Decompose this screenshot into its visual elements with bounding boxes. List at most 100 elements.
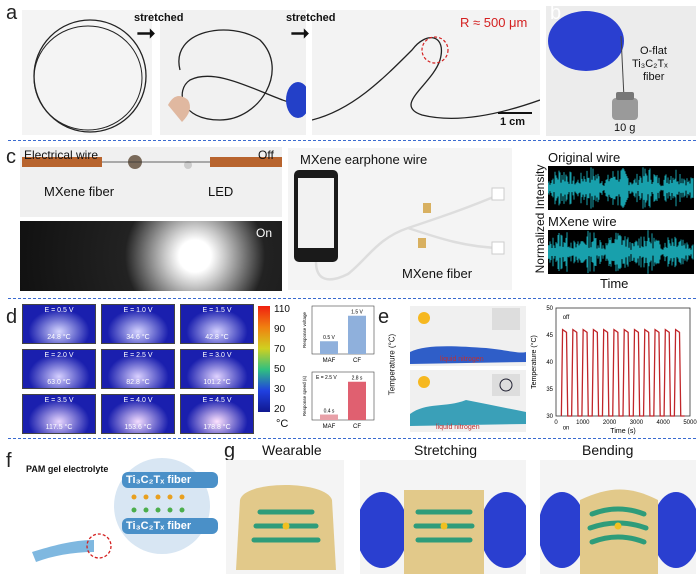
arrow-icon: ➞ <box>136 20 157 47</box>
thermal-voltage: E = 3.5 V <box>44 397 74 404</box>
divider-2 <box>8 298 696 299</box>
panel-e-3d-plots <box>396 304 528 434</box>
panel-d-label: d <box>6 306 18 328</box>
bar-ylabel: Response speed (s) <box>302 375 307 416</box>
panel-a-photo-3 <box>312 10 540 135</box>
panel-c-mxene-fiber: MXene fiber <box>44 184 115 199</box>
thermal-voltage: E = 2.5 V <box>123 352 153 359</box>
panel-e-label: e <box>378 306 390 328</box>
bar-category-label: CF <box>353 358 361 364</box>
colorbar-tick: 90 <box>274 324 286 335</box>
x-tick-label: 0 <box>554 420 558 426</box>
bar-annotation: E = 2.5 V <box>316 375 337 381</box>
panel-f-label: f <box>6 450 12 472</box>
panel-a-stretched-2: stretched <box>286 12 336 24</box>
mxene-waveform <box>547 230 694 274</box>
x-tick-label: 3000 <box>630 420 644 426</box>
thermal-image: E = 3.0 V 101.2 °C <box>180 349 254 389</box>
thermal-image: E = 2.0 V 63.0 °C <box>22 349 96 389</box>
x-axis-label: Time (s) <box>610 428 635 435</box>
thermal-voltage: E = 1.0 V <box>123 307 153 314</box>
colorbar-tick: 110 <box>274 304 290 315</box>
thermal-temperature: 24.8 °C <box>47 334 71 341</box>
panel-g-stretching: Stretching <box>414 442 478 458</box>
y-tick-label: 35 <box>546 387 553 393</box>
sun-icon <box>418 312 430 324</box>
panel-g-wearable: Wearable <box>262 442 322 458</box>
scale-bar <box>498 112 532 114</box>
panel-f-fiber-top: Ti₃C₂Tₓ fiber <box>126 474 192 486</box>
thermal-voltage: E = 3.0 V <box>202 352 232 359</box>
y-tick-label: 30 <box>546 414 553 420</box>
x-tick-label: 5000 <box>683 420 697 426</box>
panel-c-electrical-wire: Electrical wire <box>24 148 99 162</box>
thermal-image: E = 4.0 V 153.6 °C <box>101 394 175 434</box>
bar <box>320 341 338 354</box>
panel-g-bending: Bending <box>582 442 634 458</box>
thermal-temperature: 153.6 °C <box>124 424 152 431</box>
arrow-icon: ➞ <box>290 20 311 47</box>
panel-f-diagram <box>22 456 220 574</box>
panel-c-original-label: Original wire <box>548 150 621 165</box>
divider-3 <box>8 438 696 439</box>
panel-e-ln2-1: liquid nitrogen <box>440 356 484 363</box>
colorbar-unit: °C <box>276 418 289 430</box>
thermal-voltage: E = 4.0 V <box>123 397 153 404</box>
panel-c-on: On <box>256 226 273 240</box>
panel-c-mxene-wire-label: MXene wire <box>548 214 617 229</box>
panel-g-photo-bending <box>540 460 696 574</box>
thermal-voltage: E = 2.0 V <box>44 352 74 359</box>
panel-c-earphone-fiber: MXene fiber <box>402 266 473 281</box>
y-tick-label: 40 <box>546 360 553 366</box>
panel-b-photo <box>546 6 696 136</box>
thermal-voltage: E = 4.5 V <box>202 397 232 404</box>
panel-a-stretched-1: stretched <box>134 12 184 24</box>
panel-b-fiber-1: O-flat <box>640 45 667 57</box>
panel-e-3d-ylabel: Temperature (°C) <box>387 333 397 396</box>
thermal-temperature: 34.6 °C <box>126 334 150 341</box>
panel-c-off: Off <box>258 148 274 162</box>
off-annotation: off <box>563 315 570 321</box>
bar-value-label: 1.5 V <box>351 310 363 316</box>
panel-c-earphone-photo <box>288 148 512 290</box>
x-tick-label: 4000 <box>657 420 671 426</box>
colorbar-tick: 20 <box>274 404 286 415</box>
panel-f-electrolyte: PAM gel electrolyte <box>26 464 109 474</box>
thermal-image: E = 4.5 V 178.8 °C <box>180 394 254 434</box>
panel-e-ln2-2: liquid nitrogen <box>436 424 480 431</box>
sun-icon <box>418 376 430 388</box>
bar <box>348 381 366 420</box>
thermal-temperature: 82.8 °C <box>126 379 150 386</box>
panel-c-ylabel: Normalized Intensity <box>533 164 547 274</box>
panel-f-fiber-bottom: Ti₃C₂Tₓ fiber <box>126 520 192 532</box>
bar-value-label: 2.8 s <box>352 376 363 382</box>
panel-c-led-on-photo <box>20 221 282 291</box>
x-tick-label: 2000 <box>603 420 617 426</box>
panel-a-label: a <box>6 2 18 24</box>
divider-1 <box>8 140 696 141</box>
colorbar-tick: 50 <box>274 364 286 375</box>
colorbar <box>258 306 270 412</box>
on-annotation: on <box>563 426 570 432</box>
panel-c-xlabel: Time <box>600 276 629 291</box>
thermal-temperature: 63.0 °C <box>47 379 71 386</box>
waveform-trace <box>547 230 694 274</box>
thermal-temperature: 101.2 °C <box>203 379 231 386</box>
series-line <box>560 328 685 417</box>
panel-c-led-off-photo <box>20 147 282 217</box>
bar-category-label: MAF <box>323 358 336 364</box>
panel-b-label: b <box>550 2 562 24</box>
panel-c-led: LED <box>208 184 234 199</box>
panel-a-scale: 1 cm <box>500 116 526 128</box>
y-tick-label: 50 <box>546 306 553 312</box>
thermal-temperature: 178.8 °C <box>203 424 231 431</box>
x-tick-label: 1000 <box>576 420 590 426</box>
panel-b-fiber-3: fiber <box>643 71 665 83</box>
